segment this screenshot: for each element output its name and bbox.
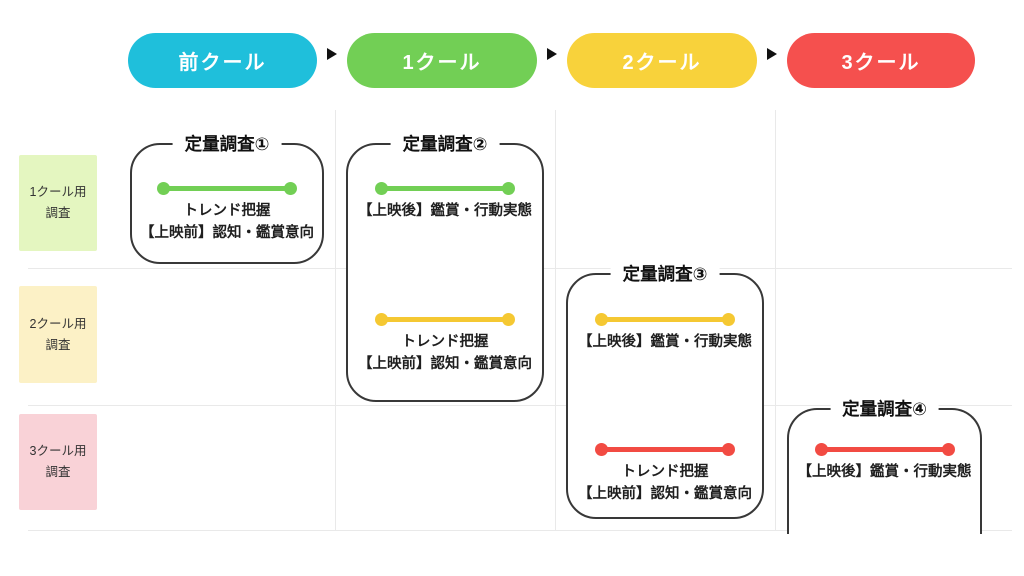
row-label-cour2-survey: 2クール用 調査 <box>19 286 97 383</box>
grid-vline-col2 <box>555 110 556 530</box>
arrow-right-icon <box>767 48 777 60</box>
survey-segment: 【上映後】鑑賞・行動実態 <box>568 313 762 353</box>
callout-title: 定量調査④ <box>830 397 939 421</box>
row-label-text: 調査 <box>45 465 71 479</box>
segment-label: トレンド把握 <box>401 334 489 350</box>
callout-survey-1: 定量調査① トレンド把握 【上映前】認知・鑑賞意向 <box>130 132 324 264</box>
timeline-dot <box>722 313 735 326</box>
timeline-dot <box>502 182 515 195</box>
timeline-dot <box>595 443 608 456</box>
grid-hline-row2 <box>28 405 1012 406</box>
callout-survey-4: 定量調査④ 【上映後】鑑賞・行動実態 <box>787 397 982 534</box>
arrow-right-icon <box>327 48 337 60</box>
grid-hline-row3 <box>28 530 1012 531</box>
header-pill-pre-cour: 前クール <box>128 33 317 88</box>
timeline-dot <box>941 443 955 456</box>
row-label-text: 1クール用 <box>29 185 87 200</box>
timeline-dot <box>157 182 170 195</box>
header-pill-cour3: 3クール <box>787 33 975 88</box>
survey-segment: トレンド把握 【上映前】認知・鑑賞意向 <box>568 443 762 505</box>
timeline-dot <box>722 443 735 456</box>
timeline-dot <box>375 182 388 195</box>
timeline-dot <box>814 443 828 456</box>
callout-survey-3: 定量調査③ 【上映後】鑑賞・行動実態 トレンド把握 【上映前】認知・鑑賞意向 <box>566 262 764 519</box>
timeline-bar <box>375 313 515 326</box>
callout-survey-2: 定量調査② 【上映後】鑑賞・行動実態 トレンド把握 【上映前】認知・鑑賞意向 <box>346 132 544 402</box>
segment-label: トレンド把握 <box>183 203 271 219</box>
row-label-text: 調査 <box>45 206 71 220</box>
timeline-dot <box>284 182 297 195</box>
segment-label: 【上映前】認知・鑑賞意向 <box>578 486 752 502</box>
grid-vline-col3 <box>775 110 776 530</box>
segment-label: 【上映後】鑑賞・行動実態 <box>578 334 752 350</box>
callout-title: 定量調査② <box>390 132 500 156</box>
survey-segment: 【上映後】鑑賞・行動実態 <box>348 182 542 222</box>
row-label-cour3-survey: 3クール用 調査 <box>19 414 97 510</box>
grid-vline-col1 <box>335 110 336 530</box>
row-label-text: 2クール用 <box>29 316 87 331</box>
timeline-bar <box>595 443 735 456</box>
timeline-dot <box>595 313 608 326</box>
survey-segment: 【上映後】鑑賞・行動実態 <box>789 443 980 483</box>
segment-label: 【上映後】鑑賞・行動実態 <box>358 203 532 219</box>
survey-segment: トレンド把握 【上映前】認知・鑑賞意向 <box>348 313 542 375</box>
survey-segment: トレンド把握 【上映前】認知・鑑賞意向 <box>132 182 322 244</box>
segment-label: 【上映後】鑑賞・行動実態 <box>797 464 972 480</box>
header-pill-cour1: 1クール <box>347 33 537 88</box>
segment-label: トレンド把握 <box>621 464 709 480</box>
timeline-dot <box>375 313 388 326</box>
segment-label: 【上映前】認知・鑑賞意向 <box>140 225 314 241</box>
row-label-text: 3クール用 <box>29 444 87 459</box>
row-label-cour1-survey: 1クール用 調査 <box>19 155 97 251</box>
arrow-right-icon <box>547 48 557 60</box>
timeline-bar <box>375 182 515 195</box>
callout-title: 定量調査① <box>172 132 282 156</box>
timeline-dot <box>502 313 515 326</box>
row-label-text: 調査 <box>45 337 71 352</box>
timeline-bar <box>157 182 297 195</box>
header-pill-cour2: 2クール <box>567 33 757 88</box>
segment-label: 【上映前】認知・鑑賞意向 <box>358 356 532 372</box>
callout-title: 定量調査③ <box>610 262 720 286</box>
timeline-bar <box>814 443 955 456</box>
timeline-bar <box>595 313 735 326</box>
